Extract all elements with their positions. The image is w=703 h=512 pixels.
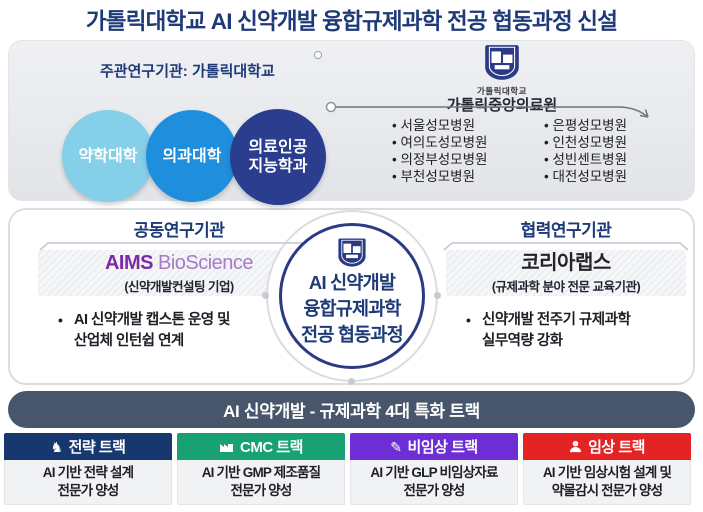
ring-dot [348,378,355,385]
university-emblem-icon [338,238,366,267]
circle-medical-college: 의과대학 [146,110,238,202]
bullet-mark: • [466,312,471,328]
coop-org-card: 코리아랩스 (규제과학 분야 전문 교육기관) [446,250,686,296]
hospital-item: 대전성모병원 [544,168,627,185]
track-header: CMC 트랙 [177,433,345,460]
track-body: AI 기반 GMP 제조품질 전문가 양성 [177,460,345,505]
joint-org-header: 공동연구기관 [133,221,225,240]
org-name-rest: BioScience [152,251,254,274]
medical-center-univ-label: 가톨릭대학교 [477,86,527,96]
program-title: AI 신약개발 융합규제과학 전공 협동과정 [301,270,403,348]
person-icon [569,440,582,453]
program-center-circle: AI 신약개발 융합규제과학 전공 협동과정 [279,223,425,369]
coop-org-name: 코리아랩스 [521,251,611,274]
hospital-item: 서울성모병원 [392,117,475,134]
coop-org-desc: (규제과학 분야 전문 교육기관) [491,279,641,294]
ring-dot [434,292,441,299]
hospital-item: 부천성모병원 [392,168,475,185]
org-name-emphasis: AIMS [104,251,154,274]
track-header: ✎ 비임상 트랙 [350,433,518,460]
factory-icon [219,440,234,453]
track-card-nonclinical: ✎ 비임상 트랙 AI 기반 GLP 비임상자료 전문가 양성 [350,433,518,505]
track-card-strategy: ♞ 전략 트랙 AI 기반 전략 설계 전문가 양성 [4,433,172,505]
pen-icon: ✎ [390,438,402,455]
track-header: 임상 트랙 [523,433,691,460]
connector-dot-top [314,51,322,59]
lead-org-label: 주관연구기관: 가톨릭대학교 [100,63,275,80]
bullet-mark: • [58,312,63,328]
bullet-line: 실무역량 강화 [482,333,563,349]
coop-org-bullet: 신약개발 전주기 규제과학 실무역량 강화 [482,310,631,352]
program-title-line: 융합규제과학 [303,298,401,319]
track-body-line: AI 기반 GMP 제조품질 [201,465,321,480]
circle-medical-ai-dept: 의료인공 지능학과 [230,109,326,205]
ring-dot [262,292,269,299]
bullet-line: AI 신약개발 캡스톤 운영 및 [74,312,231,328]
track-body-line: 전문가 양성 [403,483,465,498]
coop-org-header: 협력연구기관 [520,221,612,240]
track-label: CMC 트랙 [240,439,303,456]
track-label: 비임상 트랙 [407,439,479,456]
track-body-line: AI 기반 GLP 비임상자료 [370,465,498,480]
medical-center-name: 가톨릭중앙의료원 [446,97,558,114]
hospital-item: 여의도성모병원 [392,134,487,151]
circle-label: 의과대학 [162,147,222,165]
knight-icon: ♞ [50,438,64,455]
program-title-line: AI 신약개발 [308,272,396,293]
track-label: 임상 트랙 [588,439,645,456]
hospital-item: 의정부성모병원 [392,151,487,168]
track-header: ♞ 전략 트랙 [4,433,172,460]
joint-org-desc: (신약개발컨설팅 기업) [124,279,234,294]
track-body-line: 전문가 양성 [57,483,119,498]
track-body-line: 약물감시 전문가 양성 [551,483,663,498]
track-body: AI 기반 전략 설계 전문가 양성 [4,460,172,505]
track-body: AI 기반 GLP 비임상자료 전문가 양성 [350,460,518,505]
circle-label: 의료인공 [248,139,308,156]
hospital-item: 인천성모병원 [544,134,627,151]
track-card-clinical: 임상 트랙 AI 기반 임상시험 설계 및 약물감시 전문가 양성 [523,433,691,505]
track-body-line: AI 기반 임상시험 설계 및 [542,465,672,480]
circle-label: 약학대학 [78,147,138,165]
joint-org-name: AIMS BioScience [104,251,254,274]
joint-org-bullet: AI 신약개발 캡스톤 운영 및 산업체 인턴쉽 연계 [74,310,231,352]
page-title: 가톨릭대학교 AI 신약개발 융합규제과학 전공 협동과정 신설 [85,9,618,34]
hospital-item: 성빈센트병원 [544,151,627,168]
track-card-cmc: CMC 트랙 AI 기반 GMP 제조품질 전문가 양성 [177,433,345,505]
bullet-line: 산업체 인턴쉽 연계 [74,333,184,349]
circle-label: 지능학과 [248,158,308,175]
track-body-line: 전문가 양성 [230,483,292,498]
track-body: AI 기반 임상시험 설계 및 약물감시 전문가 양성 [523,460,691,505]
bullet-line: 신약개발 전주기 규제과학 [482,312,631,328]
hospital-item: 은평성모병원 [544,117,627,134]
circle-pharmacy-college: 약학대학 [62,110,154,202]
track-label: 전략 트랙 [68,439,126,456]
track-body-line: AI 기반 전략 설계 [42,465,134,480]
tracks-banner: AI 신약개발 - 규제과학 4대 특화 트랙 [8,391,695,428]
program-title-line: 전공 협동과정 [301,324,403,345]
medical-center-emblem-icon [485,45,519,80]
